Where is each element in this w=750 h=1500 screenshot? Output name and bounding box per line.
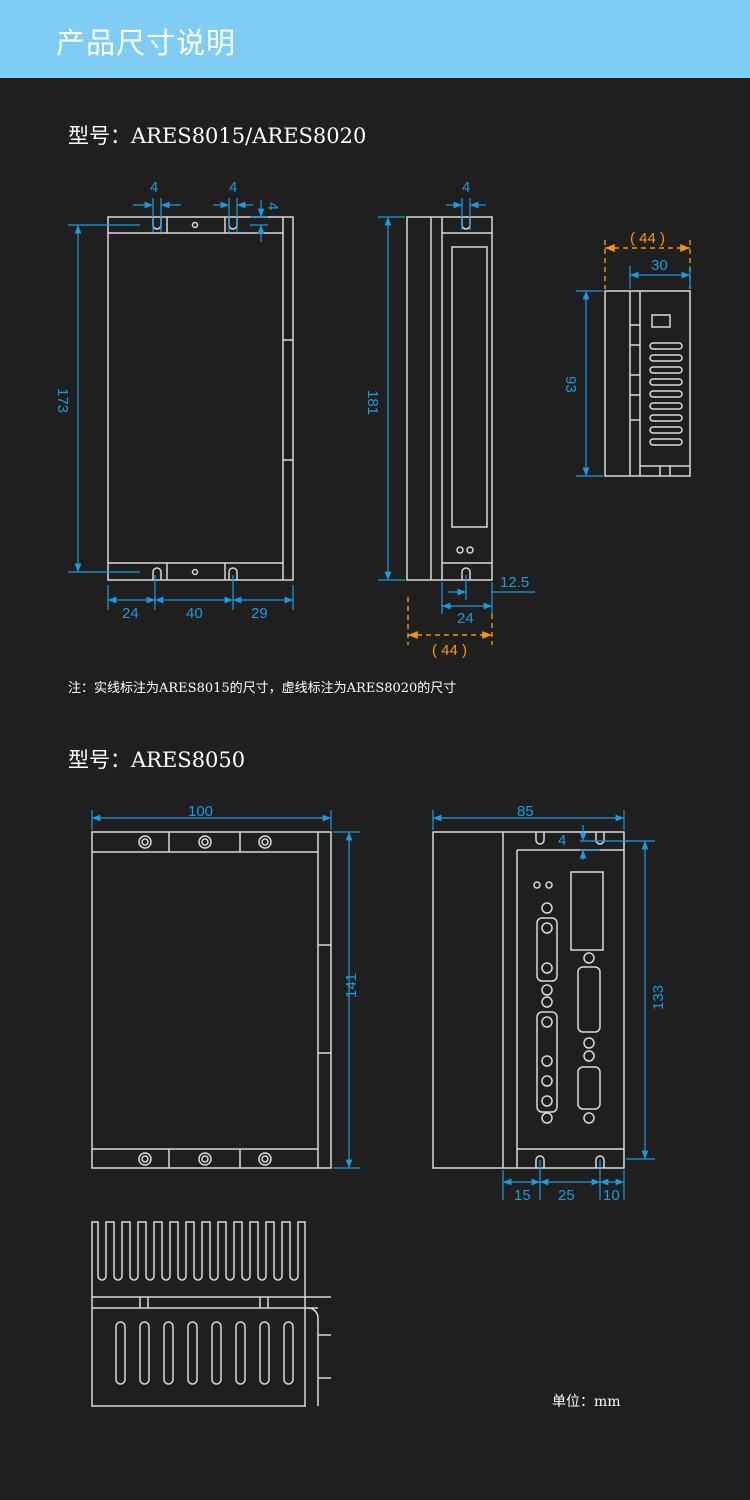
dim-10: 10 — [603, 1187, 620, 1204]
dim-side-44-alt: ( 44 ) — [432, 642, 467, 659]
model-title-1: 型号：ARES8015/ARES8020 — [68, 124, 367, 148]
dim-85: 85 — [517, 803, 534, 820]
dim-15: 15 — [514, 1187, 531, 1204]
side-view-8050-dimensions: 85 4 133 15 25 10 — [432, 803, 667, 1204]
front-view-8050 — [91, 831, 332, 1169]
dim-133: 133 — [650, 985, 667, 1010]
dim-40: 40 — [186, 605, 203, 622]
front-view-8015-dimensions: 173 4 4 4 24 40 29 — [54, 179, 294, 622]
dim-93: 93 — [562, 376, 579, 393]
side-view-8015 — [406, 216, 493, 581]
front-view-8050-dimensions: 100 141 — [91, 803, 360, 1169]
side-view-8050 — [432, 831, 625, 1169]
dim-slot-4a: 4 — [150, 179, 158, 196]
page-title: 产品尺寸说明 — [56, 26, 237, 60]
end-view-8015-dimensions: ( 44 ) 30 93 — [562, 230, 691, 477]
dim-29: 29 — [251, 605, 268, 622]
dim-slot-4b: 4 — [229, 179, 237, 196]
dim-slot-depth-4: 4 — [264, 202, 281, 210]
dim-100: 100 — [188, 803, 213, 820]
side-view-8015-dimensions: 181 4 12.5 24 ( 44 ) — [364, 179, 535, 659]
dim-25: 25 — [558, 1187, 575, 1204]
dim-8050-slot-4: 4 — [558, 832, 566, 849]
unit-label: 单位：mm — [552, 1394, 621, 1410]
heatsink-view-8050 — [91, 1221, 331, 1407]
dim-side-slot-4: 4 — [462, 179, 470, 196]
dim-24: 24 — [122, 605, 139, 622]
dimension-note: 注：实线标注为ARES8015的尺寸，虚线标注为ARES8020的尺寸 — [68, 681, 457, 696]
dim-top-44-alt: ( 44 ) — [630, 230, 665, 247]
model-title-2: 型号：ARES8050 — [68, 748, 246, 772]
dim-30: 30 — [651, 257, 668, 274]
front-view-8015 — [107, 216, 294, 581]
dim-141: 141 — [343, 973, 360, 998]
screw-icons — [138, 835, 272, 1166]
dim-side-24: 24 — [457, 610, 474, 627]
dim-173: 173 — [54, 388, 71, 413]
end-view-8015 — [604, 290, 691, 477]
dim-181: 181 — [364, 390, 381, 415]
dim-12-5: 12.5 — [500, 574, 529, 591]
header-bar: 产品尺寸说明 — [0, 0, 750, 78]
